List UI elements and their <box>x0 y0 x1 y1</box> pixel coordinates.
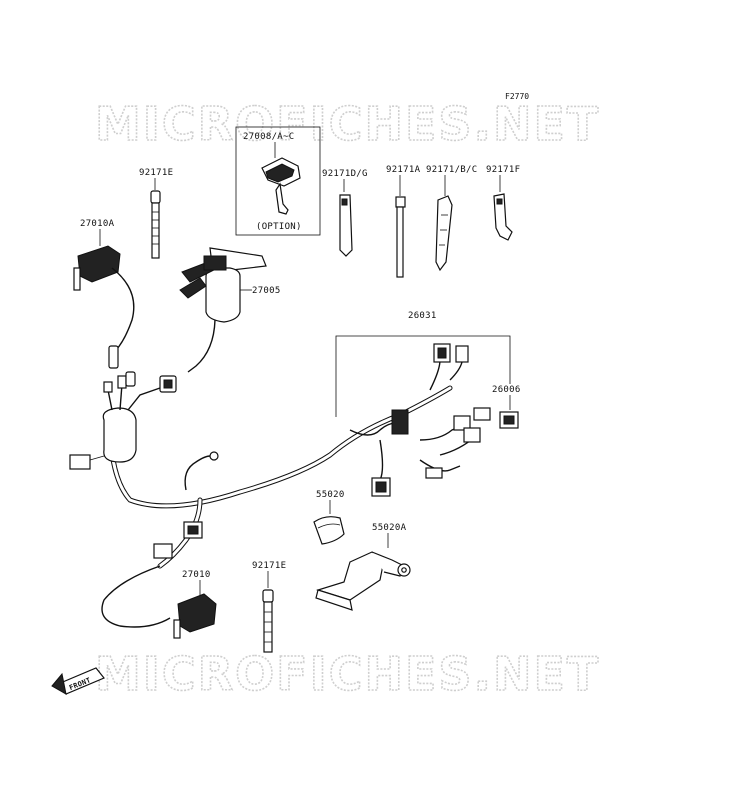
connector-26006 <box>499 411 519 429</box>
label-27005: 27005 <box>252 286 281 296</box>
switch-27010A <box>73 245 135 369</box>
label-92171A: 92171A <box>386 165 421 175</box>
label-92171E-bottom: 92171E <box>252 561 286 571</box>
label-92171BC: 92171/B/C <box>426 165 477 175</box>
watermark-bottom: MICROFICHES.NET <box>95 647 600 701</box>
label-92171E-top: 92171E <box>139 168 173 178</box>
cable-tie-92171E-top <box>150 190 161 259</box>
label-26031: 26031 <box>408 311 437 321</box>
label-27010A: 27010A <box>80 219 115 229</box>
label-92171F: 92171F <box>486 165 520 175</box>
cable-tie-92171A <box>395 196 406 278</box>
figure-code: F2770 <box>505 92 529 101</box>
label-55020: 55020 <box>316 490 345 500</box>
main-harness-26031 <box>69 343 491 569</box>
label-26006: 26006 <box>492 385 521 395</box>
label-27010: 27010 <box>182 570 211 580</box>
label-92171DG: 92171D/G <box>322 169 368 179</box>
watermark-top: MICROFICHES.NET <box>95 97 600 151</box>
front-arrow-icon: FRONT <box>51 667 105 695</box>
ignition-switch-27005 <box>179 247 267 373</box>
ignition-key <box>261 157 301 215</box>
clip-92171F <box>493 193 513 241</box>
cable-tie-92171E-bottom <box>262 589 274 653</box>
cover-55020 <box>313 516 345 545</box>
cable-tie-92171BC <box>435 195 453 272</box>
label-55020A: 55020A <box>372 523 407 533</box>
bracket-55020A <box>315 551 411 611</box>
switch-27010 <box>101 565 217 639</box>
key-option-box: 27008/A~C (OPTION) <box>235 126 321 236</box>
label-27008: 27008/A~C <box>243 132 294 142</box>
option-label: (OPTION) <box>256 222 302 232</box>
clamp-92171DG <box>339 194 353 257</box>
